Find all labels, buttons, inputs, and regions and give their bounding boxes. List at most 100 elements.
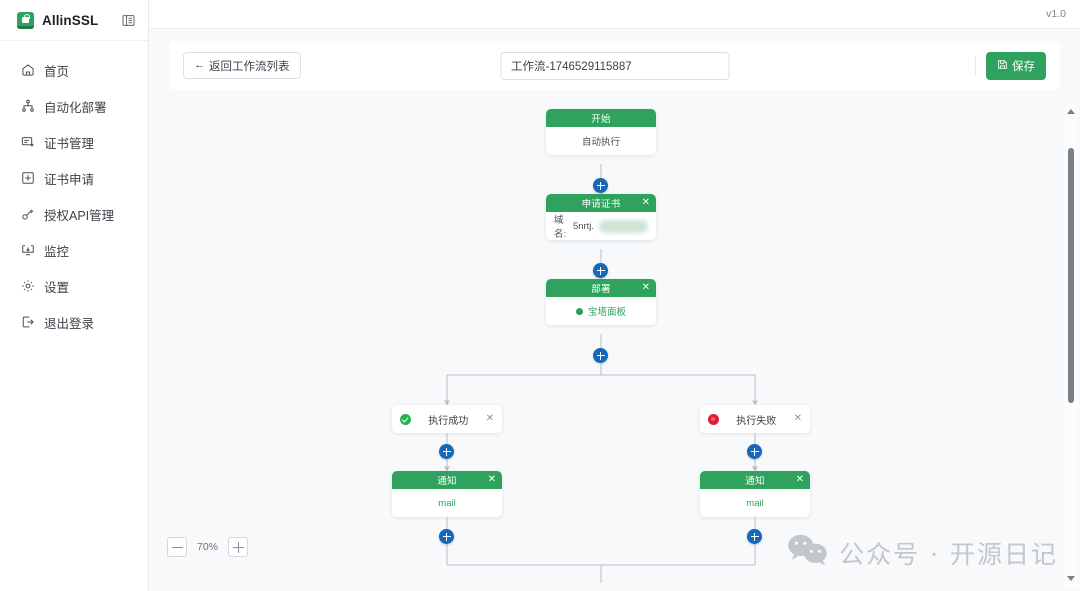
node-body: mail <box>438 497 456 509</box>
error-circle-icon <box>708 413 719 425</box>
node-header: 部署 ✕ <box>546 279 656 297</box>
flow-connectors <box>444 164 758 583</box>
save-disk-icon <box>997 59 1008 73</box>
monitor-icon <box>21 243 35 257</box>
node-title: 通知 <box>437 476 457 487</box>
node-header: 开始 <box>546 109 656 127</box>
workflow-canvas[interactable]: 开始 自动执行 申请证书 ✕ 域名: 5nrtj. <box>149 103 1080 591</box>
sidebar-item-monitor[interactable]: 监控 <box>0 232 148 268</box>
brand-logo[interactable]: AllinSSL <box>0 4 148 36</box>
add-node-button-after-notify-fail[interactable] <box>747 529 762 544</box>
sidebar-item-api-auth[interactable]: 授权API管理 <box>0 196 148 232</box>
add-node-button-after-branch-success[interactable] <box>439 444 454 459</box>
node-body: 域名: 5nrtj. <box>546 212 656 240</box>
workflow-node-notify-fail[interactable]: 通知 ✕ mail <box>700 471 810 517</box>
back-button-label: 返回工作流列表 <box>209 60 290 73</box>
sidebar-item-label: 证书申请 <box>44 172 95 187</box>
redacted-domain-mask <box>599 219 648 233</box>
add-node-button-after-apply-cert[interactable] <box>593 263 608 278</box>
sidebar-divider <box>0 40 148 41</box>
lock-shield-icon <box>17 11 34 29</box>
flow-graph: 开始 自动执行 申请证书 ✕ 域名: 5nrtj. <box>149 103 1080 591</box>
top-bar: v1.0 <box>149 0 1080 29</box>
sidebar-item-label: 授权API管理 <box>44 208 115 223</box>
version-label: v1.0 <box>1046 8 1066 20</box>
close-x-icon[interactable]: ✕ <box>641 197 650 208</box>
sidebar-item-home[interactable]: 首页 <box>0 52 148 88</box>
workflow-node-start[interactable]: 开始 自动执行 <box>546 109 656 155</box>
workflow-node-notify-success[interactable]: 通知 ✕ mail <box>392 471 502 517</box>
plus-square-icon <box>21 171 35 185</box>
toolbar-divider <box>975 55 976 76</box>
deploy-target-label: 宝塔面板 <box>587 307 626 318</box>
sidebar-item-label: 证书管理 <box>44 136 95 151</box>
sidebar-item-cert-manage[interactable]: 证书管理 <box>0 124 148 160</box>
canvas-scrollbar[interactable] <box>1063 103 1078 589</box>
close-x-icon[interactable]: ✕ <box>487 474 496 485</box>
sidebar-item-logout[interactable]: 退出登录 <box>0 304 148 340</box>
node-title: 执行失败 <box>736 415 777 427</box>
close-x-icon[interactable]: ✕ <box>641 282 650 293</box>
workflow-node-branch-success[interactable]: 执行成功 ✕ <box>392 405 502 433</box>
sidebar-item-auto-deploy[interactable]: 自动化部署 <box>0 88 148 124</box>
domain-value: 5nrtj. <box>572 220 595 232</box>
sidebar-item-label: 退出登录 <box>44 316 95 331</box>
sidebar: AllinSSL 首页 <box>0 0 149 591</box>
close-x-icon[interactable]: ✕ <box>485 413 494 424</box>
toolbar-right-group: 保存 <box>975 51 1046 80</box>
add-node-button-after-branch-fail[interactable] <box>747 444 762 459</box>
close-x-icon[interactable]: ✕ <box>793 413 802 424</box>
node-header: 通知 ✕ <box>700 471 810 489</box>
workflow-toolbar: ← 返回工作流列表 保存 <box>169 41 1060 90</box>
node-title: 开始 <box>591 114 611 125</box>
workflow-name-input[interactable] <box>500 51 729 80</box>
node-header: 通知 ✕ <box>392 471 502 489</box>
scrollbar-thumb[interactable] <box>1067 148 1074 403</box>
main-area: v1.0 ← 返回工作流列表 <box>149 0 1080 591</box>
gear-icon <box>21 279 35 293</box>
logout-icon <box>21 315 35 329</box>
sidebar-item-settings[interactable]: 设置 <box>0 268 148 304</box>
add-node-button-after-notify-success[interactable] <box>439 529 454 544</box>
sidebar-item-label: 监控 <box>44 244 70 259</box>
sidebar-item-cert-apply[interactable]: 证书申请 <box>0 160 148 196</box>
sitemap-icon <box>21 99 35 113</box>
node-body: 自动执行 <box>581 137 620 148</box>
caret-up-icon[interactable] <box>1066 109 1075 114</box>
home-icon <box>21 63 35 77</box>
check-circle-icon <box>400 413 411 425</box>
node-body: mail <box>746 497 764 509</box>
node-title: 申请证书 <box>581 199 621 210</box>
workflow-node-deploy[interactable]: 部署 ✕ 宝塔面板 <box>546 279 656 325</box>
domain-label: 域名: <box>554 215 567 240</box>
workflow-node-branch-fail[interactable]: 执行失败 ✕ <box>700 405 810 433</box>
zoom-out-button[interactable] <box>167 537 187 557</box>
node-title: 部署 <box>591 284 611 295</box>
sidebar-item-label: 首页 <box>44 64 70 79</box>
zoom-level-label: 70% <box>197 541 219 553</box>
workflow-node-apply-cert[interactable]: 申请证书 ✕ 域名: 5nrtj. <box>546 194 656 240</box>
key-icon <box>21 207 35 221</box>
add-node-button-after-deploy[interactable] <box>593 348 608 363</box>
node-body: 宝塔面板 <box>546 297 656 325</box>
sidebar-nav: 首页 自动化部署 <box>0 41 148 340</box>
zoom-in-button[interactable] <box>228 537 249 557</box>
toolbar-wrapper: ← 返回工作流列表 保存 <box>149 29 1080 103</box>
node-title: 执行成功 <box>428 415 469 427</box>
add-node-button-after-start[interactable] <box>593 178 608 193</box>
node-title: 通知 <box>745 476 765 487</box>
save-button[interactable]: 保存 <box>986 51 1046 80</box>
brand-name: AllinSSL <box>42 12 99 28</box>
certificate-manage-icon <box>21 135 35 149</box>
sidebar-item-label: 设置 <box>44 280 70 295</box>
menu-collapse-icon[interactable] <box>121 13 136 28</box>
close-x-icon[interactable]: ✕ <box>795 474 804 485</box>
sidebar-item-label: 自动化部署 <box>44 100 107 115</box>
baota-dot-icon <box>575 307 583 315</box>
arrow-left-icon: ← <box>194 59 205 71</box>
caret-down-icon[interactable] <box>1066 576 1075 581</box>
node-header: 申请证书 ✕ <box>546 194 656 212</box>
canvas-zoom-controls: 70% <box>167 537 249 557</box>
back-to-workflow-list-button[interactable]: ← 返回工作流列表 <box>183 52 301 79</box>
